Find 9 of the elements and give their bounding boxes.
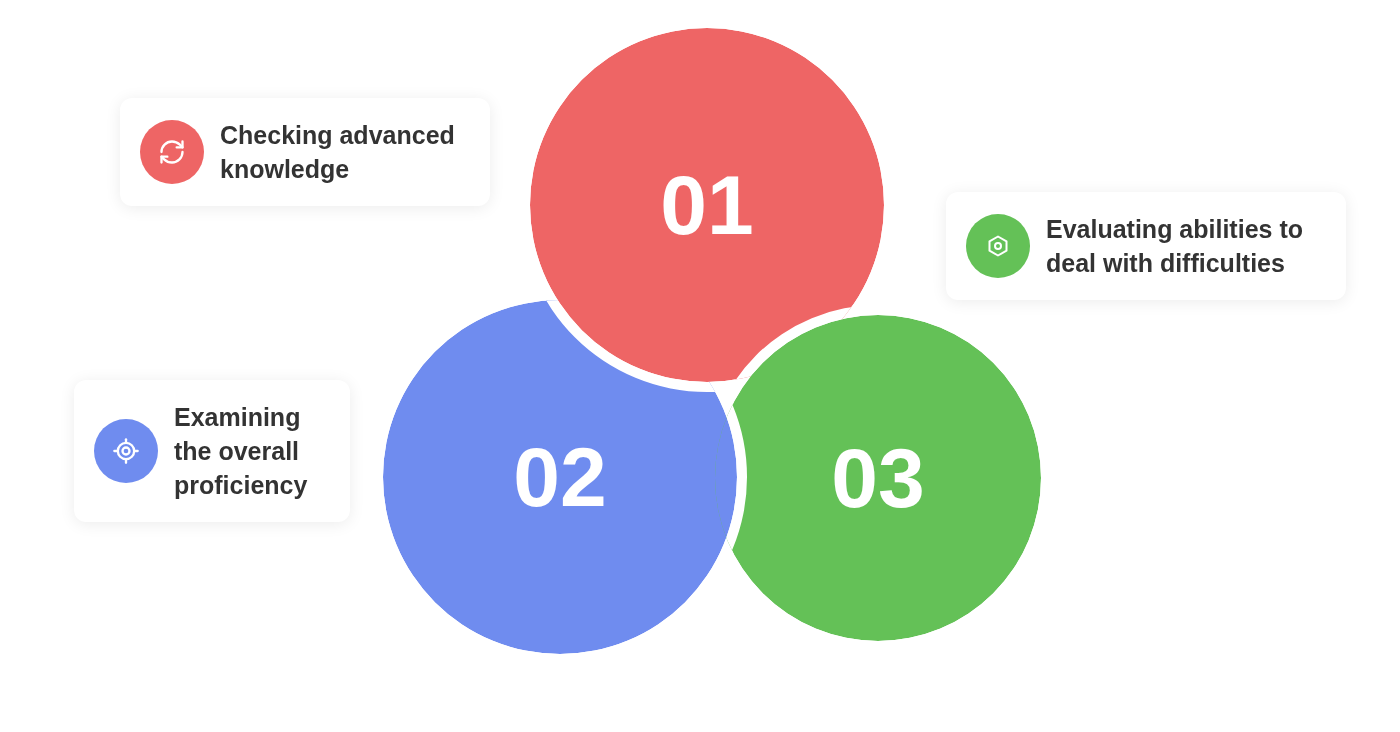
text-card <box>946 192 1346 300</box>
card-text: Examining the overall proficiency <box>174 402 309 501</box>
card-text: Evaluating abilities to deal with difficulties <box>1046 214 1304 279</box>
step-number: 02 <box>513 435 607 519</box>
step-number: 01 <box>660 163 754 247</box>
text-card <box>74 380 350 522</box>
step-number: 03 <box>831 436 925 520</box>
text-card <box>120 98 490 206</box>
card-text: Checking advanced knowledge <box>220 120 456 185</box>
